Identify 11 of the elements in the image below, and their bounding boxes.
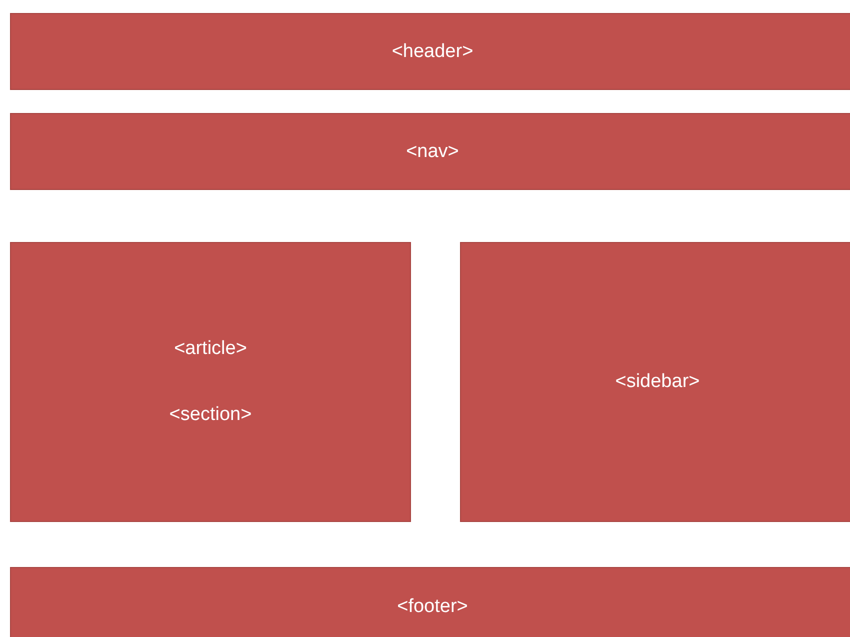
layout-region-box (10, 13, 850, 90)
region-label: <section> (169, 404, 252, 426)
layout-region-box (10, 242, 411, 522)
layout-region-box (10, 113, 850, 190)
region-label: <article> (174, 338, 247, 360)
region-label: <sidebar> (615, 371, 700, 393)
layout-region-box (460, 242, 850, 522)
region-label: <nav> (406, 140, 459, 162)
region-label: <footer> (397, 596, 468, 618)
region-label: <header> (392, 40, 474, 62)
layout-region-box (10, 567, 850, 637)
